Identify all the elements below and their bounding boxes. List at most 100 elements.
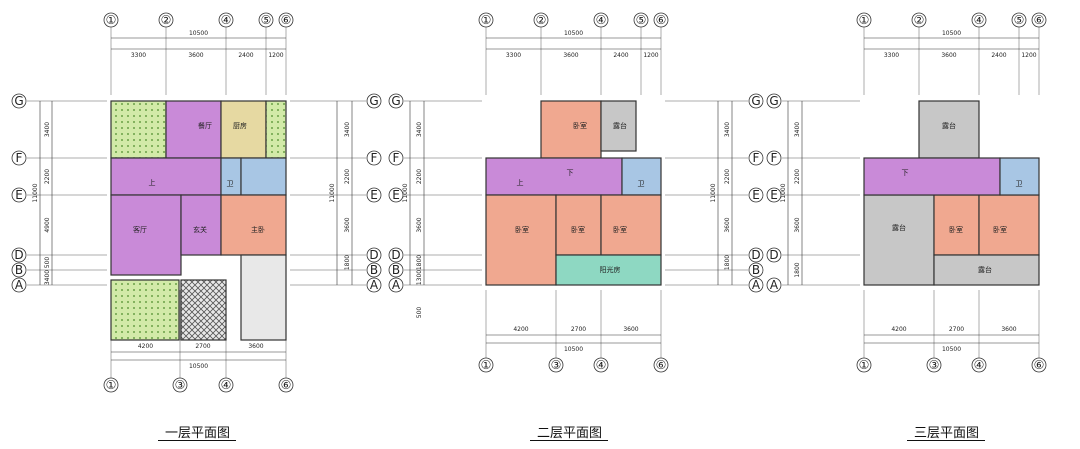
- axis-bubble-circle: [11, 262, 27, 278]
- room-stair-hall: [863, 157, 1001, 196]
- top-axis-bubble: ⑥: [1031, 12, 1047, 28]
- row-axis-bubble-left: G: [388, 93, 404, 109]
- axis-bubble-label: ④: [221, 13, 232, 27]
- bottom-axis-bubble: ①: [856, 357, 872, 373]
- axis-bubble-circle: [278, 12, 294, 28]
- axis-bubble-circle: [548, 357, 564, 373]
- axis-bubble-circle: [748, 262, 764, 278]
- row-axis-bubble-left: F: [11, 150, 27, 166]
- axis-bubble-label: ⑥: [656, 358, 667, 372]
- room-label: 厨房: [233, 121, 247, 130]
- left-dim-label: 3400: [416, 122, 423, 137]
- axis-bubble-circle: [748, 277, 764, 293]
- right-dim-label: 3600: [724, 217, 731, 232]
- top-dim-label: 1200: [268, 52, 283, 59]
- top-total-dim-label: 10500: [564, 30, 583, 37]
- axis-bubble-label: D: [369, 248, 378, 262]
- axis-bubble-circle: [366, 247, 382, 263]
- room-bedroom-2: [978, 194, 1040, 256]
- row-axis-bubble-right: D: [748, 247, 764, 263]
- bottom-dim-label: 3600: [623, 326, 638, 333]
- top-axis-bubble: ④: [593, 12, 609, 28]
- axis-bubble-circle: [388, 187, 404, 203]
- bottom-axis-bubble: ⑥: [653, 357, 669, 373]
- axis-bubble-label: ⑥: [281, 378, 292, 392]
- axis-bubble-label: A: [392, 278, 401, 292]
- axis-bubble-label: F: [771, 151, 778, 165]
- bottom-total-dim-label: 10500: [942, 346, 961, 353]
- row-axis-bubble-left: B: [11, 262, 27, 278]
- room-garden-nw: [110, 100, 167, 159]
- room-bedroom-east: [600, 194, 662, 256]
- axis-bubble-circle: [748, 247, 764, 263]
- top-axis-bubble: ④: [971, 12, 987, 28]
- left-dim-label: 1800: [794, 262, 801, 277]
- room-label: 玄关: [193, 225, 207, 234]
- axis-bubble-circle: [1031, 12, 1047, 28]
- axis-bubble-circle: [971, 12, 987, 28]
- axis-bubble-circle: [1031, 357, 1047, 373]
- top-axis-bubble: ⑥: [653, 12, 669, 28]
- axis-bubble-circle: [766, 277, 782, 293]
- axis-bubble-label: ①: [859, 358, 870, 372]
- row-axis-bubble-left: D: [11, 247, 27, 263]
- row-axis-bubble-right: A: [748, 277, 764, 293]
- room-label: 下: [567, 169, 574, 177]
- top-dim-label: 3300: [506, 52, 521, 59]
- left-total-dim-label: 11000: [402, 183, 409, 202]
- bottom-axis-bubble: ①: [478, 357, 494, 373]
- axis-bubble-label: A: [770, 278, 779, 292]
- room-label: 卫: [1016, 180, 1023, 188]
- room-bedroom-west: [485, 194, 557, 286]
- row-axis-bubble-right: E: [748, 187, 764, 203]
- axis-bubble-label: ③: [175, 378, 186, 392]
- row-axis-bubble-left: E: [766, 187, 782, 203]
- axis-bubble-circle: [388, 93, 404, 109]
- bottom-total-dim-label: 10500: [564, 346, 583, 353]
- axis-bubble-label: ⑤: [636, 13, 647, 27]
- room-label: 露台: [942, 121, 956, 130]
- axis-bubble-label: ②: [161, 13, 172, 27]
- room-foyer: [180, 194, 222, 256]
- top-dim-label: 2400: [991, 52, 1006, 59]
- top-axis-bubble: ④: [218, 12, 234, 28]
- axis-bubble-label: D: [769, 248, 778, 262]
- axis-bubble-circle: [478, 12, 494, 28]
- left-dim-label: 2200: [44, 169, 51, 184]
- axis-bubble-circle: [533, 12, 549, 28]
- axis-bubble-label: D: [751, 248, 760, 262]
- bottom-dim-label: 2700: [195, 343, 210, 350]
- axis-bubble-circle: [633, 12, 649, 28]
- axis-bubble-label: E: [15, 188, 23, 202]
- row-axis-bubble-left: A: [11, 277, 27, 293]
- left-dim-label: 2200: [416, 169, 423, 184]
- row-axis-bubble-left: E: [11, 187, 27, 203]
- room-dining-room: [165, 100, 222, 159]
- axis-bubble-label: E: [770, 188, 778, 202]
- bottom-axis-bubble: ④: [593, 357, 609, 373]
- plan-3-caption: 三层平面图: [913, 426, 979, 441]
- row-axis-bubble-left: D: [388, 247, 404, 263]
- bottom-axis-bubble: ③: [548, 357, 564, 373]
- room-bedroom-north: [540, 100, 602, 159]
- axis-bubble-label: D: [14, 248, 23, 262]
- row-axis-bubble-left: D: [766, 247, 782, 263]
- bottom-dim-label: 2700: [949, 326, 964, 333]
- axis-bubble-circle: [653, 12, 669, 28]
- top-axis-bubble: ②: [533, 12, 549, 28]
- room-label: 阳光房: [600, 265, 621, 274]
- axis-bubble-label: F: [753, 151, 760, 165]
- room-bedroom-1: [933, 194, 980, 256]
- room-terrace-south: [933, 254, 1040, 286]
- bottom-axis-bubble: ③: [172, 377, 188, 393]
- left-dim-label: 3400: [794, 122, 801, 137]
- axis-bubble-label: G: [369, 94, 378, 108]
- room-kitchen: [220, 100, 267, 159]
- bottom-dim-label: 4200: [891, 326, 906, 333]
- bottom-axis-bubble: ④: [971, 357, 987, 373]
- bottom-dim-label: 4200: [513, 326, 528, 333]
- axis-bubble-label: B: [392, 263, 400, 277]
- axis-bubble-circle: [911, 12, 927, 28]
